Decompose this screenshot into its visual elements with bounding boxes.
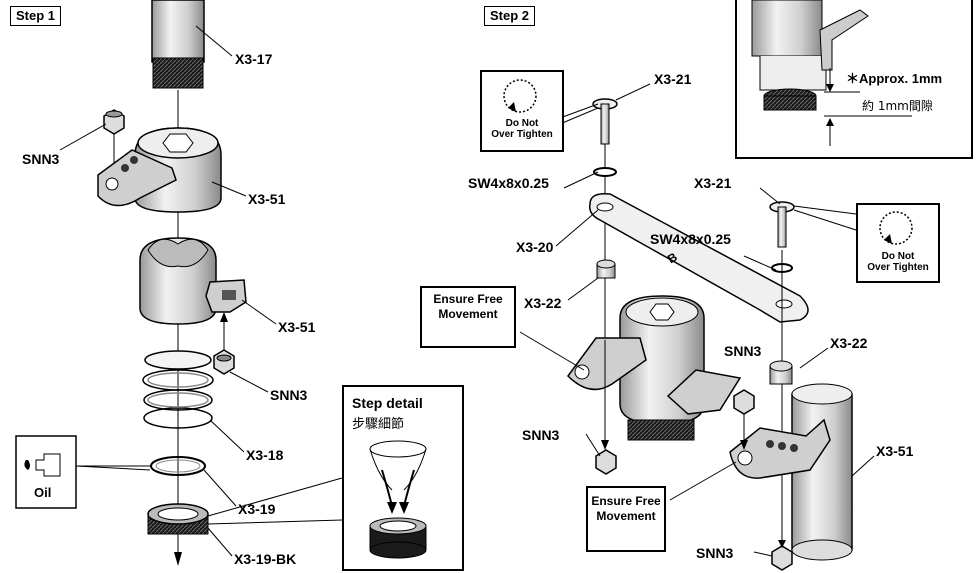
label-oil: Oil	[34, 485, 52, 500]
label-x3-22-left: X3-22	[524, 295, 562, 311]
label-snn3-top: SNN3	[22, 151, 60, 167]
nut-snn3-middle	[213, 312, 235, 375]
inset-detail	[735, 0, 973, 159]
do-not-over-tighten-left: Do Not Over Tighten	[480, 70, 564, 152]
step-detail-illustration	[369, 440, 427, 559]
dnot-left-line2: Over Tighten	[491, 129, 553, 140]
label-x3-21-left: X3-21	[654, 71, 692, 87]
label-x3-19: X3-19	[238, 501, 276, 517]
dnot-left-line1: Do Not	[505, 118, 539, 129]
nut-snn3-step2-mid	[733, 389, 755, 450]
step2-leader-lines	[519, 83, 875, 557]
step-detail-subtitle: 步驟細節	[352, 417, 405, 432]
ensure-free-movement-left-text: Ensure Free Movement	[433, 292, 503, 321]
spring-x3-18	[142, 350, 214, 429]
oring-x3-19	[150, 456, 206, 476]
label-x3-51-top: X3-51	[248, 191, 286, 207]
spacer-x3-22-left	[596, 259, 616, 279]
label-x3-20: X3-20	[516, 239, 554, 255]
tube-x3-51-right	[729, 383, 853, 561]
label-x3-17: X3-17	[235, 51, 273, 67]
label-x3-21-right: X3-21	[694, 175, 732, 191]
detail-leader-lines	[207, 477, 343, 525]
step-2-title: Step 2	[484, 6, 536, 26]
oil-bottle-icon	[15, 435, 151, 509]
screw-x3-21-right	[769, 201, 795, 560]
nut-snn3-step2-left	[595, 340, 617, 475]
label-x3-19-bk: X3-19-BK	[234, 551, 297, 567]
label-snn3-step2-bottom: SNN3	[696, 545, 734, 561]
label-snn3-middle: SNN3	[270, 387, 308, 403]
body-x3-51-middle	[139, 237, 247, 325]
body-step2-main	[567, 295, 742, 441]
label-x3-51-middle: X3-51	[278, 319, 316, 335]
link-x3-20	[588, 192, 809, 323]
label-snn3-step2-left: SNN3	[522, 427, 560, 443]
label-x3-22-right: X3-22	[830, 335, 868, 351]
label-sw-right: SW4x8x0.25	[650, 231, 731, 247]
screw-x3-21-left	[592, 98, 618, 340]
label-snn3-step2-mid: SNN3	[724, 343, 762, 359]
step1-leader-lines	[59, 25, 277, 557]
label-x3-18: X3-18	[246, 447, 284, 463]
ensure-free-movement-right: Ensure Free Movement	[586, 486, 666, 552]
rotation-icon-right-overlay	[879, 211, 913, 245]
spacer-x3-22-right	[769, 360, 793, 385]
rotation-icon-left-overlay	[503, 79, 537, 113]
step-1-title: Step 1	[10, 6, 62, 26]
dnot-right-line1: Do Not	[881, 251, 915, 262]
body-x3-51-top	[97, 127, 222, 213]
approx-1mm-zh: 約 1mm間隙	[862, 99, 933, 113]
ensure-free-movement-left: Ensure Free Movement	[420, 286, 516, 348]
ensure-free-movement-right-text: Ensure Free Movement	[591, 494, 661, 523]
label-x3-51-step2: X3-51	[876, 443, 914, 459]
step-detail-title: Step detail	[352, 395, 423, 411]
label-sw-left: SW4x8x0.25	[468, 175, 549, 191]
approx-1mm-en: ＊Approx. 1mm	[846, 71, 943, 86]
dnot-right-line2: Over Tighten	[867, 262, 929, 273]
collar-x3-19-bk	[147, 503, 209, 566]
nut-snn3-step2-bottom	[771, 540, 793, 571]
shaft-x3-17	[151, 0, 205, 89]
do-not-over-tighten-right: Do Not Over Tighten	[856, 203, 940, 283]
